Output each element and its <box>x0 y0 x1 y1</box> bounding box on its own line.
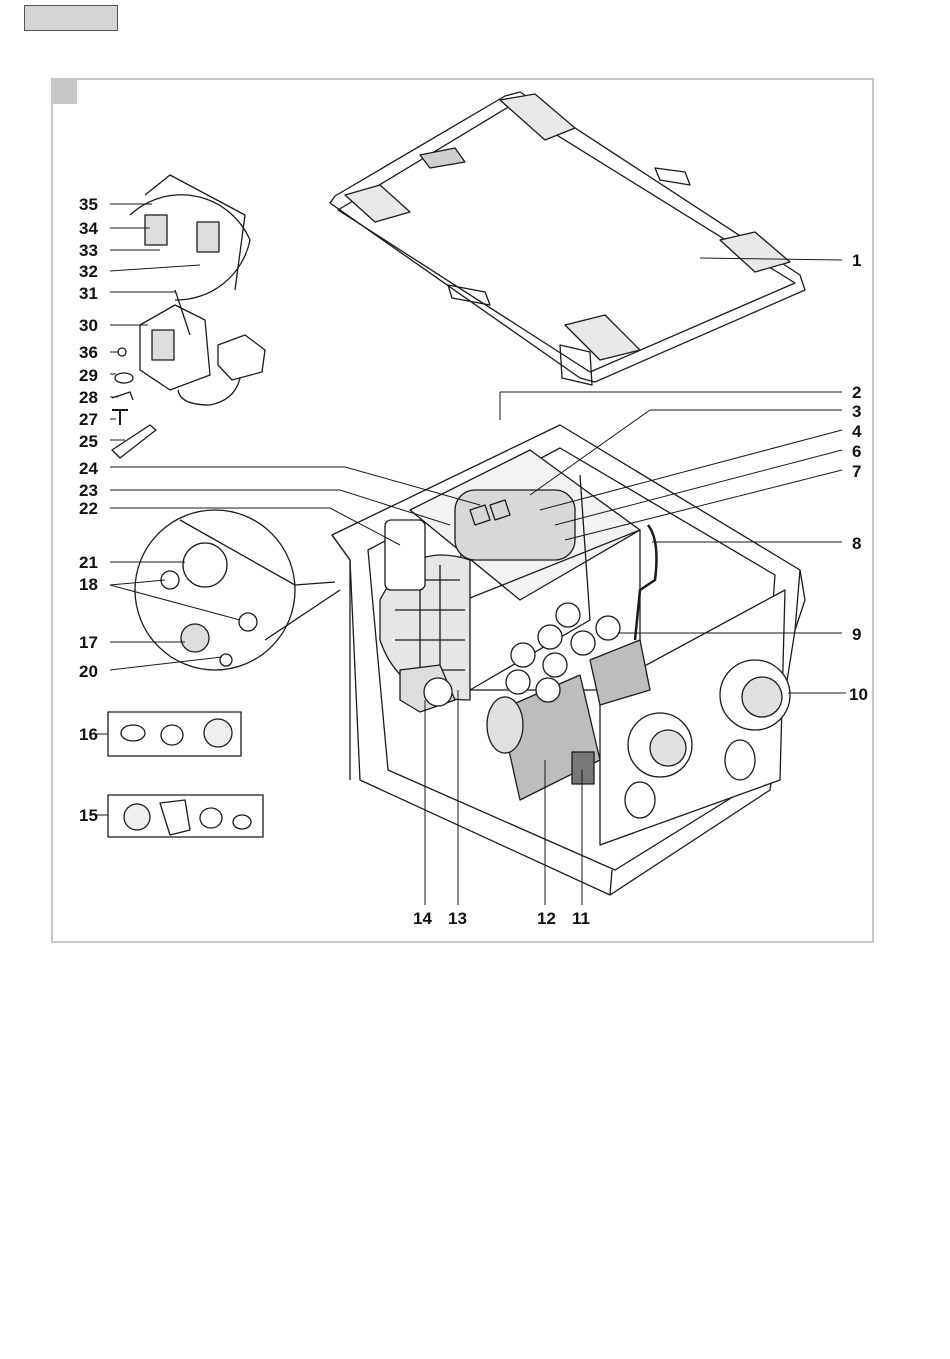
callout-35: 35 <box>79 196 98 213</box>
callout-29: 29 <box>79 367 98 384</box>
callout-31: 31 <box>79 285 98 302</box>
callout-22: 22 <box>79 500 98 517</box>
callout-8: 8 <box>852 535 861 552</box>
callout-34: 34 <box>79 220 98 237</box>
callout-36: 36 <box>79 344 98 361</box>
callout-12: 12 <box>537 910 556 927</box>
detail-circle-lower <box>135 510 340 670</box>
callout-33: 33 <box>79 242 98 259</box>
callout-14: 14 <box>413 910 432 927</box>
accessory-box-16-drawing <box>108 712 241 756</box>
callout-20: 20 <box>79 663 98 680</box>
control-unit-drawing <box>140 305 265 405</box>
callout-16: 16 <box>79 726 98 743</box>
callout-1: 1 <box>852 252 861 269</box>
callout-17: 17 <box>79 634 98 651</box>
callout-25: 25 <box>79 433 98 450</box>
callout-9: 9 <box>852 626 861 643</box>
callout-15: 15 <box>79 807 98 824</box>
lid-drawing <box>330 92 805 385</box>
detail-circle-upper <box>130 175 250 335</box>
callout-28: 28 <box>79 389 98 406</box>
callout-21: 21 <box>79 554 98 571</box>
accessory-box-15-drawing <box>108 795 263 837</box>
callout-30: 30 <box>79 317 98 334</box>
callout-10: 10 <box>849 686 868 703</box>
callout-32: 32 <box>79 263 98 280</box>
callout-11: 11 <box>572 910 590 927</box>
callout-18: 18 <box>79 576 98 593</box>
callout-2: 2 <box>852 384 861 401</box>
callout-27: 27 <box>79 411 98 428</box>
callout-13: 13 <box>448 910 467 927</box>
callout-3: 3 <box>852 403 861 420</box>
callout-23: 23 <box>79 482 98 499</box>
callout-4: 4 <box>852 423 861 440</box>
callout-24: 24 <box>79 460 98 477</box>
callout-7: 7 <box>852 463 861 480</box>
callout-6: 6 <box>852 443 861 460</box>
